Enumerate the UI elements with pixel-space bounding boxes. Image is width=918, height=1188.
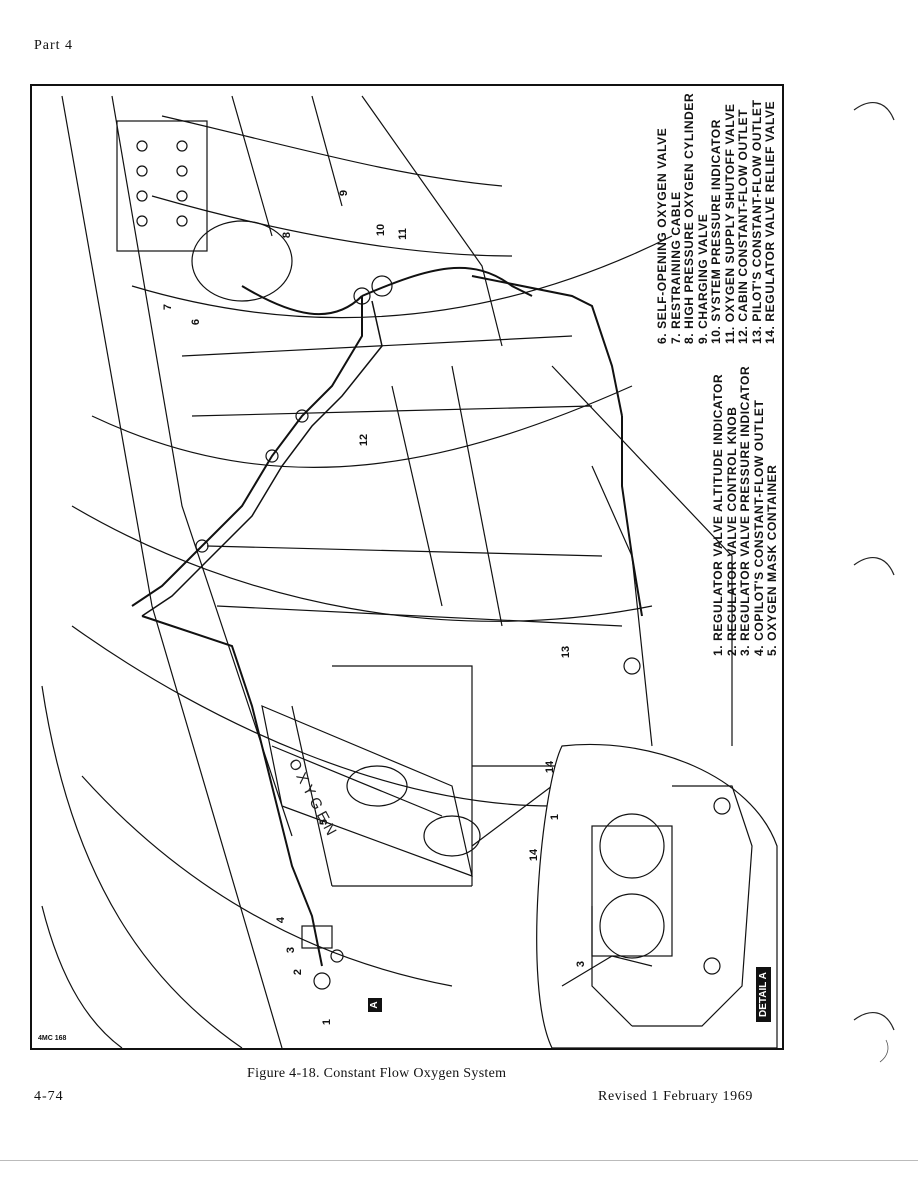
punch-hole-mark-top [853,102,895,121]
callout-3: 3 [285,946,298,954]
callout-8: 8 [281,231,294,239]
figure-caption: Figure 4-18. Constant Flow Oxygen System [247,1066,507,1081]
callout-6: 6 [190,318,203,326]
punch-hole-mark-bottom [853,1012,895,1063]
legend-left: 1. REGULATOR VALVE ALTITUDE INDICATOR 2.… [711,365,780,656]
callout-11: 11 [396,228,409,240]
legend-item: 13. PILOT'S CONSTANT-FLOW OUTLET [749,99,764,345]
callout-12: 12 [358,433,371,447]
callout-2: 2 [292,968,305,976]
legend-item: 8. HIGH PRESSURE OXYGEN CYLINDER [682,92,696,344]
detail-a-label: DETAIL A [756,967,771,1022]
detail-a-marker: A [368,998,382,1012]
bottom-edge [0,1160,918,1161]
legend-right: 6. SELF-OPENING OXYGEN VALVE 7. RESTRAIN… [655,92,778,345]
legend-item: 9. CHARGING VALVE [695,213,710,344]
callout-detail-3: 14 [528,848,541,862]
legend-item: 7. RESTRAINING CABLE [668,191,683,344]
legend-item: 2. REGULATOR VALVE CONTROL KNOB [724,406,739,656]
callout-detail-14: 1 [549,813,562,821]
callout-1: 1 [321,1018,334,1026]
callout-4: 4 [275,916,288,924]
section-header: Part 4 [34,38,74,53]
callout-13: 13 [560,645,573,659]
oxygen-system-illustration [41,95,778,1048]
revision-date: Revised 1 February 1969 [598,1089,753,1104]
legend-item: 1. REGULATOR VALVE ALTITUDE INDICATOR [711,373,725,656]
legend-item: 10. SYSTEM PRESSURE INDICATOR [709,119,723,344]
callout-9: 9 [338,189,351,197]
legend-item: 6. SELF-OPENING OXYGEN VALVE [655,127,669,344]
legend-item: 12. CABIN CONSTANT-FLOW OUTLET [736,108,750,344]
callout-detail-1: 14 [544,760,557,774]
figure-code: 4MC 168 [38,1035,67,1042]
legend-item: 4. COPILOT'S CONSTANT-FLOW OUTLET [751,399,766,656]
callout-7: 7 [162,303,175,311]
legend-item: 5. OXYGEN MASK CONTAINER [765,464,779,656]
page-number: 4-74 [34,1089,64,1104]
legend-item: 14. REGULATOR VALVE RELIEF VALVE [763,100,777,344]
callout-detail-4: 3 [575,960,588,968]
callout-10: 10 [375,223,388,237]
legend-item: 11. OXYGEN SUPPLY SHUTOFF VALVE [722,103,737,344]
punch-hole-mark-middle [853,557,895,576]
legend-item: 3. REGULATOR VALVE PRESSURE INDICATOR [738,365,752,656]
figure-frame: 1 2 3 4 5 6 7 8 9 10 11 12 13 14 1 14 3 … [30,84,784,1050]
